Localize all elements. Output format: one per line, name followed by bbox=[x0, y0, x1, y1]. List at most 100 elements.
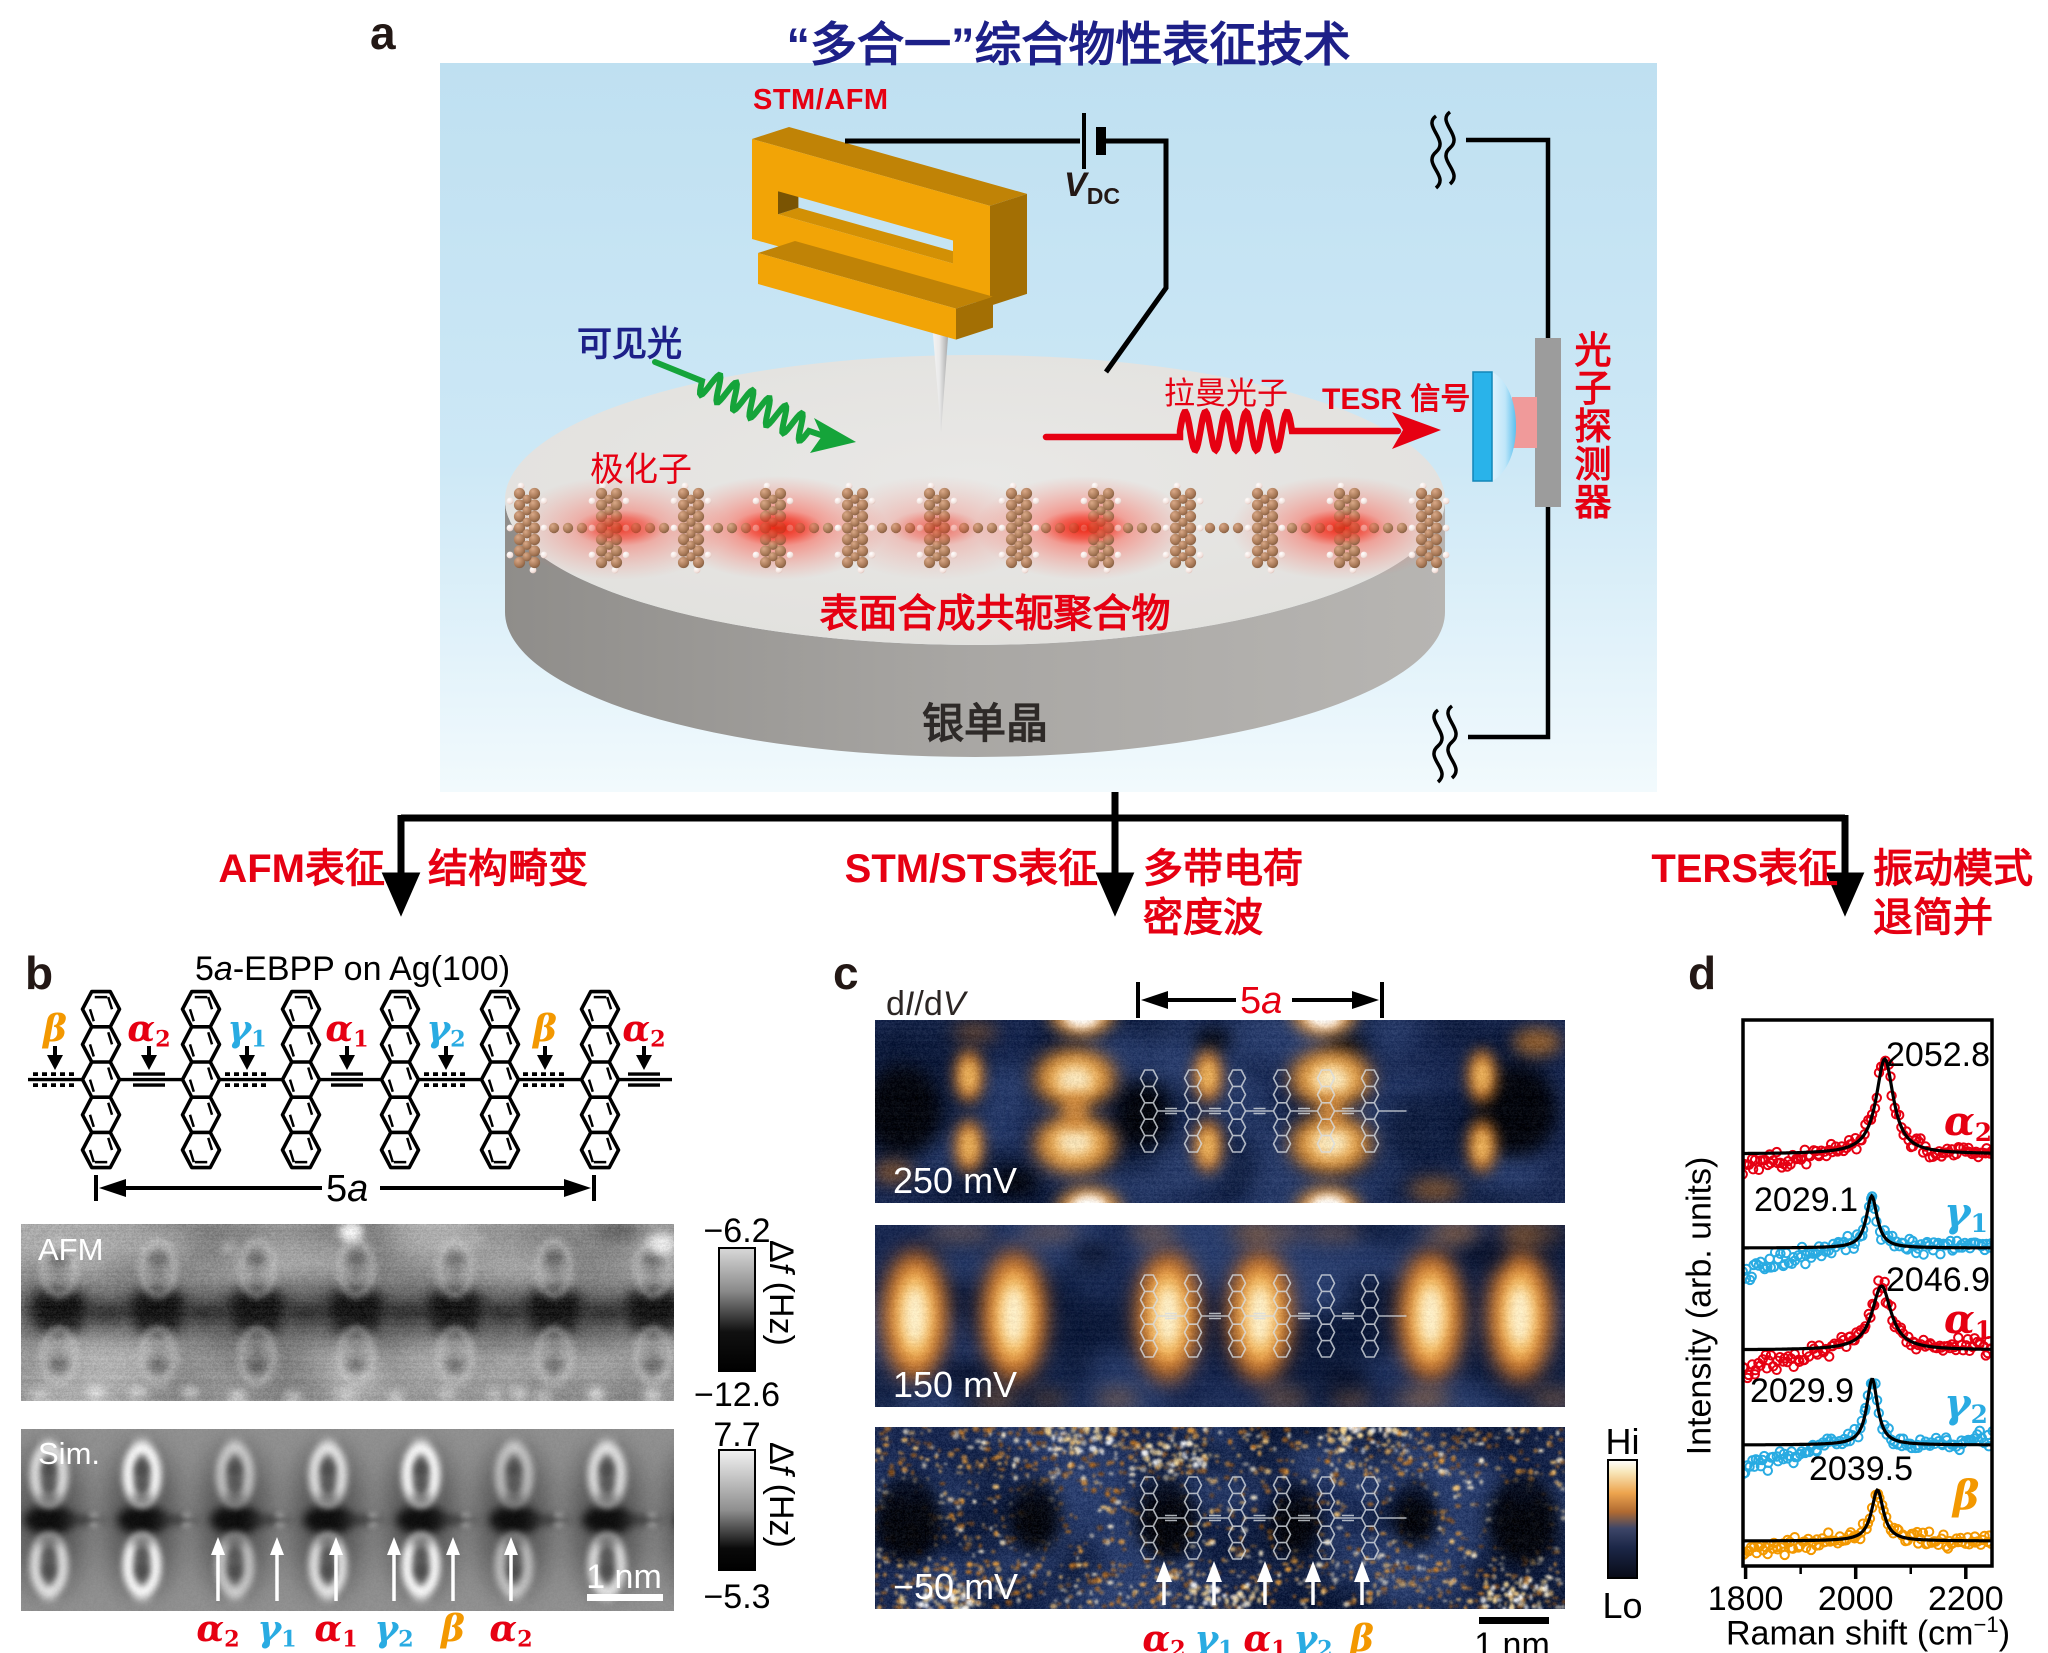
raman-photon-label: 拉曼光子 bbox=[1164, 376, 1288, 411]
polymer-unit bbox=[834, 482, 916, 574]
chart-x-label: Raman shift (cm−1) bbox=[1726, 1612, 2010, 1653]
polymer-unit bbox=[1162, 482, 1244, 574]
raman-signal-arrow bbox=[1042, 407, 1441, 455]
panel-b-title-post: -EBPP on Ag(100) bbox=[232, 950, 511, 988]
series-label-α1: α1 bbox=[1943, 1296, 1993, 1346]
detector-circuit bbox=[1430, 110, 1551, 784]
sim-image-label: Sim. bbox=[38, 1436, 100, 1471]
polymer-chain bbox=[506, 476, 1450, 580]
afm-colorbar-min: −12.6 bbox=[693, 1376, 781, 1414]
bond-site-label-5: β bbox=[533, 1008, 557, 1050]
polymer-unit bbox=[670, 482, 752, 574]
b-site-marker-2: α1 bbox=[314, 1608, 358, 1653]
branch-phenomenon-0: 结构畸变 bbox=[428, 847, 588, 891]
sim-unit-f: f bbox=[762, 1464, 800, 1475]
b-site-marker-0: α2 bbox=[196, 1608, 240, 1653]
b-site-marker-1: γ1 bbox=[257, 1608, 297, 1653]
fit-line-γ1 bbox=[1743, 1193, 1992, 1250]
lens-dome bbox=[1492, 372, 1516, 481]
series-label-β: β bbox=[1952, 1472, 1980, 1519]
panel-b-title-italic: a bbox=[213, 950, 233, 988]
didv-label: dI/dV bbox=[886, 985, 965, 1024]
peak-label-γ1: 2029.1 bbox=[1754, 1181, 1858, 1219]
panel-b-letter: b bbox=[25, 947, 54, 999]
b-site-marker-5: α2 bbox=[489, 1608, 533, 1653]
b-site-marker-4: β bbox=[441, 1608, 465, 1650]
stm-site-arrows bbox=[1156, 1561, 1370, 1605]
branch-technique-0: AFM表征 bbox=[218, 847, 385, 891]
fit-line-α2 bbox=[1743, 1056, 1992, 1156]
panel-c-letter: c bbox=[833, 947, 859, 999]
branch-technique-2: TERS表征 bbox=[1651, 847, 1838, 891]
span-c-num: 5 bbox=[1240, 980, 1262, 1022]
x-tick-label-1800: 1800 bbox=[1707, 1580, 1784, 1618]
molecule-overlay bbox=[1139, 1476, 1407, 1560]
visible-light-arrow bbox=[652, 359, 856, 453]
peak-label-γ2: 2029.9 bbox=[1750, 1372, 1854, 1410]
unit-cell-span-c bbox=[1136, 982, 1384, 1018]
fit-line-γ2 bbox=[1743, 1377, 1992, 1447]
afm-colorbar-max: −6.2 bbox=[703, 1212, 771, 1250]
c-site-marker-0: α2 bbox=[1142, 1618, 1186, 1653]
figure-title: “多合一”综合物性表征技术 bbox=[786, 18, 1351, 71]
bond-site-label-0: β bbox=[43, 1008, 67, 1050]
scalebar-label-c: 1 nm bbox=[1474, 1626, 1550, 1653]
stm-afm-sensor bbox=[752, 127, 1027, 340]
lens-and-detector bbox=[1472, 338, 1561, 507]
bias-voltage-symbol: V bbox=[1064, 166, 1087, 204]
fit-line-β bbox=[1743, 1487, 1992, 1543]
afm-unit-f: f bbox=[762, 1262, 800, 1273]
scalebar-line-b bbox=[587, 1594, 663, 1601]
polaron-label: 极化子 bbox=[590, 451, 692, 489]
polymer-unit bbox=[1408, 482, 1450, 574]
x-tick-label-2200: 2200 bbox=[1927, 1580, 2004, 1618]
peak-label-α1: 2046.9 bbox=[1886, 1261, 1990, 1299]
visible-light-label: 可见光 bbox=[577, 325, 683, 364]
bias-label-1: 150 mV bbox=[893, 1364, 1018, 1405]
branch-phenomenon-1: 多带电荷密度波 bbox=[1143, 847, 1303, 940]
x-label-pre: Raman shift (cm bbox=[1725, 1614, 1974, 1653]
peak-label-α2: 2052.8 bbox=[1886, 1036, 1990, 1074]
polymer-unit bbox=[998, 482, 1080, 574]
bias-circuit bbox=[845, 113, 1169, 374]
panel-b-title-pre: 5 bbox=[194, 950, 214, 988]
bias-voltage-label: VDC bbox=[1064, 166, 1120, 210]
c-site-marker-2: α1 bbox=[1243, 1618, 1287, 1653]
probe-tip bbox=[931, 310, 950, 433]
bond-site-label-6: α2 bbox=[622, 1008, 666, 1053]
span-b-label: 5a bbox=[326, 1168, 368, 1211]
unit-cell-span-b bbox=[94, 1175, 596, 1201]
detector-active-area bbox=[1512, 397, 1537, 448]
fit-line-α1 bbox=[1743, 1284, 1992, 1352]
scalebar-line-c bbox=[1479, 1617, 1549, 1624]
polymer-label: 表面合成共轭聚合物 bbox=[819, 593, 1171, 636]
branch-technique-1: STM/STS表征 bbox=[844, 847, 1098, 891]
flow-connector bbox=[381, 792, 1865, 917]
raman-chart bbox=[1741, 1018, 1994, 1579]
molecule-overlay bbox=[1139, 1069, 1407, 1153]
afm-unit-hz: (Hz) bbox=[762, 1272, 800, 1346]
span-b-num: 5 bbox=[326, 1168, 348, 1210]
didv-colorbar bbox=[1607, 1459, 1638, 1579]
peak-label-β: 2039.5 bbox=[1809, 1450, 1913, 1488]
bias-label-2: −50 mV bbox=[893, 1566, 1019, 1607]
sim-image bbox=[21, 1429, 674, 1611]
x-tick-label-2000: 2000 bbox=[1817, 1580, 1894, 1618]
sim-colorbar-unit: Δf (Hz) bbox=[762, 1442, 800, 1548]
sim-colorbar bbox=[718, 1449, 756, 1571]
bias-voltage-subscript: DC bbox=[1086, 182, 1121, 209]
scalebar-label-b: 1 nm bbox=[586, 1558, 662, 1596]
sim-colorbar-min: −5.3 bbox=[703, 1578, 771, 1616]
sim-unit-hz: (Hz) bbox=[762, 1474, 800, 1548]
didv-d2: /d bbox=[914, 985, 943, 1023]
bond-site-label-4: γ2 bbox=[426, 1008, 466, 1053]
afm-colorbar bbox=[718, 1247, 756, 1372]
series-label-γ1: γ1 bbox=[1944, 1189, 1988, 1239]
afm-image-label: AFM bbox=[38, 1232, 104, 1267]
bond-site-label-2: γ1 bbox=[227, 1008, 267, 1053]
sim-colorbar-max: 7.7 bbox=[713, 1416, 761, 1454]
polymer-unit bbox=[1244, 482, 1326, 574]
span-b-italic: a bbox=[347, 1168, 369, 1210]
